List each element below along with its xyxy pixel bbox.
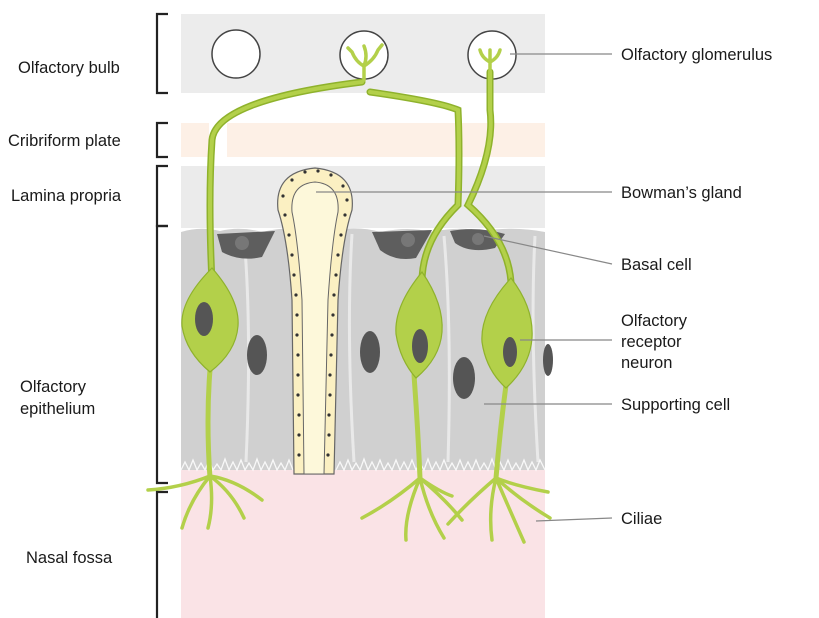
cribriform-plate-bracket <box>157 123 168 157</box>
olfactory-receptor-neuron-label-line: Olfactory <box>621 312 688 330</box>
neuron-nucleus <box>412 329 428 363</box>
dendrite <box>208 370 210 478</box>
olfactory-epithelium-label-line: epithelium <box>20 400 95 418</box>
lamina-propria-band <box>181 166 545 228</box>
lamina-propria-label: Lamina propria <box>11 187 122 205</box>
supporting-cell-label: Supporting cell <box>621 396 730 414</box>
cribriform-plate-label: Cribriform plate <box>8 132 121 150</box>
olfactory-glomerulus <box>212 30 260 78</box>
olfactory-epithelium-label-line: Olfactory <box>20 378 87 396</box>
ciliae-label: Ciliae <box>621 510 662 528</box>
olfactory-bulb-bracket <box>157 14 168 93</box>
neuron-nucleus <box>503 337 517 367</box>
supporting-cell-nucleus <box>453 357 475 399</box>
supporting-cell-nucleus <box>543 344 553 376</box>
bowmans-gland-label: Bowman’s gland <box>621 184 742 202</box>
lamina-propria-bracket <box>157 166 168 226</box>
olfactory-epithelium-label: Olfactory epithelium <box>20 378 95 418</box>
cribriform-plate-band-left <box>181 123 209 157</box>
supporting-cell-nucleus <box>360 331 380 373</box>
olfactory-receptor-neuron-label: Olfactory receptor neuron <box>621 312 692 372</box>
olfactory-glomerulus-label: Olfactory glomerulus <box>621 46 772 64</box>
basal-cell-nucleus <box>235 236 249 250</box>
basal-cell-nucleus <box>401 233 415 247</box>
olfactory-receptor-neuron-label-line: neuron <box>621 354 672 372</box>
nasal-fossa-band <box>181 470 545 618</box>
supporting-cell-nucleus <box>247 335 267 375</box>
region-labels: Olfactory bulb Cribriform plate Lamina p… <box>8 59 122 567</box>
olfactory-receptor-neuron-label-line: receptor <box>621 333 682 351</box>
basal-cell-label: Basal cell <box>621 256 692 274</box>
olfactory-bulb-label: Olfactory bulb <box>18 59 120 77</box>
basal-cell-nucleus <box>472 233 484 245</box>
nasal-fossa-bracket <box>157 492 168 618</box>
neuron-nucleus <box>195 302 213 336</box>
nasal-fossa-label: Nasal fossa <box>26 549 113 567</box>
cribriform-plate-band-right <box>227 123 545 157</box>
region-brackets <box>157 14 168 618</box>
callout-labels: Olfactory glomerulus Bowman’s gland Basa… <box>621 46 772 528</box>
olfactory-epithelium-bracket <box>157 226 168 483</box>
